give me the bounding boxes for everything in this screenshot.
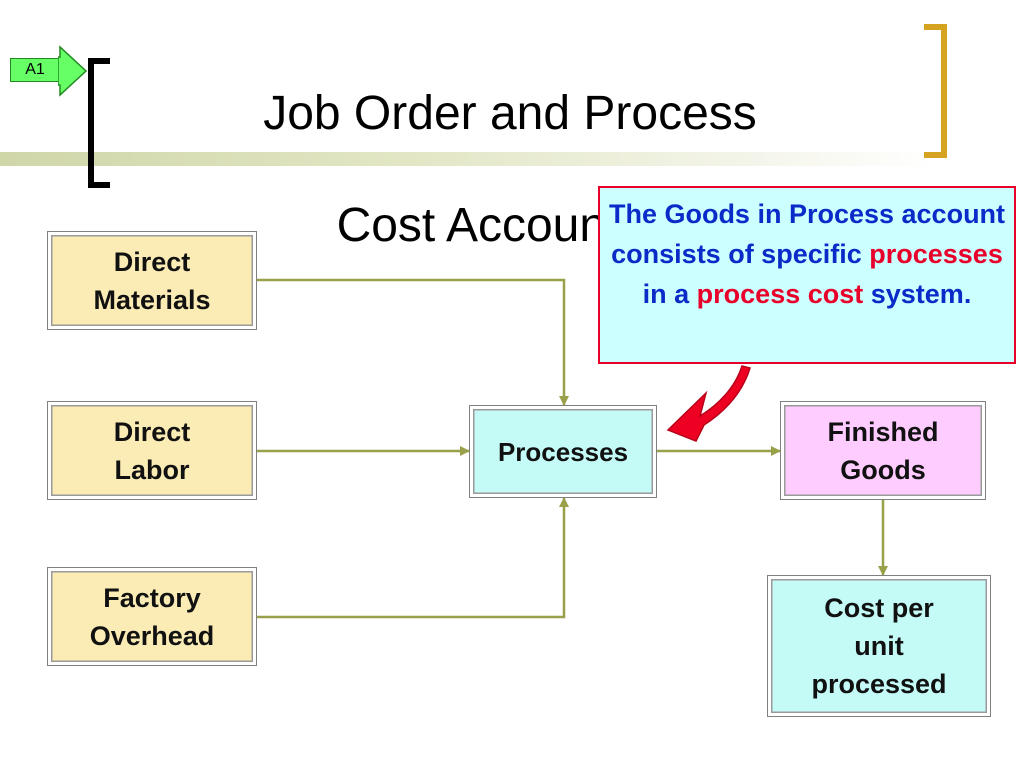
callout-highlight-processes: processes xyxy=(869,239,1003,269)
processes-label: Processes xyxy=(497,436,629,467)
badge-arrow-icon xyxy=(58,45,88,97)
direct-labor-line-2: Labor xyxy=(114,454,190,485)
left-bracket-icon xyxy=(88,58,110,188)
connector-overhead-to-processes xyxy=(257,497,569,619)
title-line-1: Job Order and Process xyxy=(263,87,757,140)
factory-overhead-line-2: Overhead xyxy=(89,620,215,651)
direct-materials-line-2: Materials xyxy=(93,284,211,315)
finished-goods-line-2: Goods xyxy=(840,454,926,485)
cost-per-unit-line-2: unit xyxy=(854,631,904,661)
cost-per-unit-box: Cost per unit processed xyxy=(767,575,991,717)
callout-text-1: The Goods in Process account consists of… xyxy=(608,199,1006,269)
callout-pointer-arrow xyxy=(666,365,751,442)
callout-text-3: system. xyxy=(863,279,972,309)
processes-box: Processes xyxy=(469,405,657,498)
finished-goods-line-1: Finished xyxy=(827,416,939,447)
direct-materials-box: Direct Materials xyxy=(47,231,257,330)
goods-in-process-callout: The Goods in Process account consists of… xyxy=(598,186,1016,364)
callout-text-2: in a xyxy=(642,279,697,309)
cost-per-unit-line-3: processed xyxy=(811,669,947,699)
connector-materials-to-processes xyxy=(257,278,569,406)
callout-highlight-process-cost: process cost xyxy=(696,279,864,309)
finished-goods-box: Finished Goods xyxy=(780,401,986,500)
direct-materials-line-1: Direct xyxy=(113,246,191,277)
direct-labor-box: Direct Labor xyxy=(47,401,257,500)
direct-labor-line-1: Direct xyxy=(113,416,191,447)
right-bracket-icon xyxy=(924,24,947,158)
title-underline-band xyxy=(0,152,940,166)
factory-overhead-box: Factory Overhead xyxy=(47,567,257,666)
factory-overhead-line-1: Factory xyxy=(103,582,201,613)
cost-per-unit-line-1: Cost per xyxy=(824,593,934,623)
